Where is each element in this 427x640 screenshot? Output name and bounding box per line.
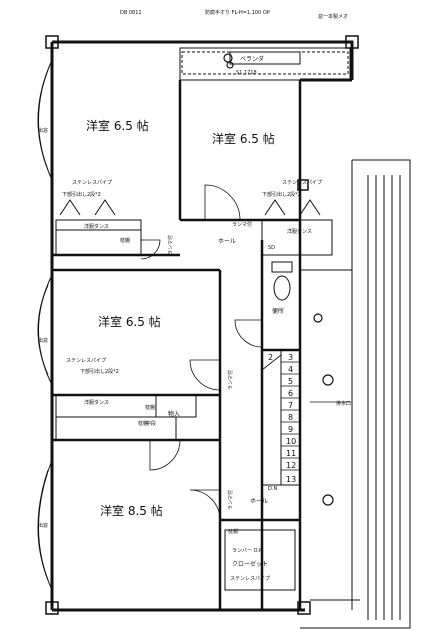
- stair-step: 6: [288, 389, 293, 398]
- window-label-mid: 出窓: [38, 337, 48, 344]
- right-terrace: [300, 159, 411, 629]
- dn-label: D.N: [268, 486, 277, 492]
- stair-step: 11: [286, 449, 296, 458]
- stair-step: 4: [288, 365, 293, 374]
- door-swings: [140, 184, 263, 521]
- stair-step: 10: [286, 437, 296, 446]
- pipe-sub-label-2: 下部引出し2段*2: [262, 191, 301, 198]
- pipe-sub-label-3: 下部引出し2段*2: [80, 368, 119, 375]
- stair-structure: [261, 349, 301, 486]
- columns: [45, 35, 359, 615]
- room-label-nw: 洋室 6.5 帖: [86, 118, 149, 133]
- closet-label-a: 洋服ダンス: [84, 223, 109, 230]
- lantern-label-1: ランマ付: [167, 235, 174, 255]
- stair-step: 9: [288, 425, 293, 434]
- shelf-label-d: 枕棚: [228, 528, 238, 535]
- closets: [55, 199, 333, 591]
- hall-label-lower: ホール: [250, 498, 268, 505]
- stair-step: 13: [286, 475, 296, 484]
- header-center-label: 防腐手すり FL-H=1,100 OP: [205, 9, 270, 16]
- shelf-label-c: 枕棚: [138, 420, 148, 427]
- stair-step: 8: [288, 413, 293, 422]
- pipe-label-2: ステンレスパイプ: [282, 180, 322, 186]
- pipe-sub-label-1: 下部引出し2段*2: [62, 191, 101, 198]
- room-label-ne: 洋室 6.5 帖: [212, 131, 275, 146]
- middle-shelf-label: 中段: [146, 420, 156, 427]
- storage-label: 物入: [168, 410, 180, 418]
- shelf-label-a: 枕棚: [120, 237, 130, 244]
- lamp-op-label: ランバー O.P.: [232, 548, 263, 554]
- room-label-sw: 洋室 8.5 帖: [100, 503, 163, 518]
- lantern-label-4: ランマ付: [232, 221, 252, 228]
- closet-label-d: クローゼット: [232, 560, 268, 568]
- closet-label-c: 洋服ダンス: [84, 399, 109, 406]
- balcony-area: [179, 47, 351, 81]
- drain-markers: [223, 53, 334, 506]
- window-label-top: 出窓: [38, 127, 48, 134]
- pipe-label-1: ステンレスパイプ: [72, 180, 112, 186]
- bay-windows: [37, 59, 53, 591]
- stair-step: 5: [288, 377, 293, 386]
- stair-step: 7: [288, 401, 293, 410]
- stair-step: 12: [286, 461, 296, 470]
- window-label-bottom: 出窓: [38, 522, 48, 529]
- lantern-label-3: ランマ付: [227, 490, 234, 510]
- sd-label: SD: [268, 245, 275, 251]
- stair-steps: [261, 354, 300, 471]
- toilet-fixture: [271, 261, 293, 301]
- closet-label-b: 洋服ダンス: [287, 228, 312, 235]
- drain-label: 排水口: [336, 400, 351, 407]
- header-right-label: 窓一本製メオ: [318, 13, 348, 20]
- stair-step: 3: [288, 353, 293, 362]
- pipe-label-3: ステンレスパイプ: [66, 358, 106, 364]
- stair-step: 2: [268, 353, 273, 362]
- header-left-label: DB 0811: [120, 10, 142, 16]
- shelf-label-b: 枕棚: [145, 404, 155, 411]
- hall-label-upper: ホール: [218, 238, 236, 245]
- lantern-label-2: ランマ付: [227, 370, 234, 390]
- balcony-label: ベランダ: [240, 55, 264, 63]
- pipe-label-4: ステンレスパイプ: [230, 576, 270, 582]
- room-label-w: 洋室 6.5 帖: [98, 314, 161, 329]
- toilet-label: 便所: [272, 307, 284, 315]
- balcony-dim: S1 1718: [236, 70, 257, 76]
